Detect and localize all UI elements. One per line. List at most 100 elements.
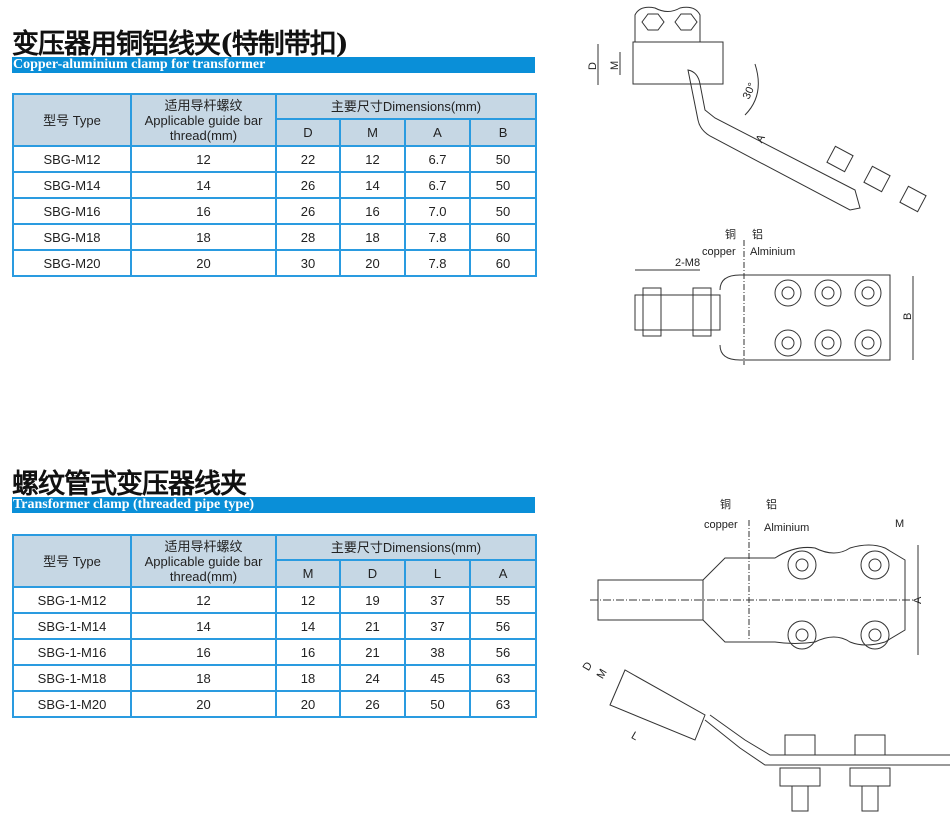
- table-cell: SBG-M12: [12, 145, 132, 173]
- header-col: A: [404, 118, 471, 147]
- header-col: M: [339, 118, 406, 147]
- table-cell: SBG-M16: [12, 197, 132, 225]
- table-cell: 18: [130, 223, 277, 251]
- label-aluminium-cn: 铝: [752, 227, 763, 241]
- table-cell: 60: [468, 249, 538, 277]
- label-copper: copper: [704, 519, 738, 531]
- table-cell: 37: [404, 612, 471, 640]
- header-col: M: [275, 559, 341, 588]
- table-cell: 21: [339, 638, 406, 666]
- table-cell: 14: [339, 171, 406, 199]
- section1-subtitle: Copper-aluminium clamp for transformer: [12, 57, 535, 73]
- table-cell: 50: [468, 171, 538, 199]
- label-copper-cn: 铜: [720, 497, 731, 511]
- table-cell: 14: [130, 612, 277, 640]
- table-cell: 14: [275, 612, 341, 640]
- clamp-arm: [687, 69, 861, 211]
- table-cell: SBG-1-M18: [12, 664, 132, 692]
- header-dimensions: 主要尺寸Dimensions(mm): [274, 93, 538, 120]
- table-cell: 12: [130, 586, 277, 614]
- label-copper-cn: 铜: [725, 227, 736, 241]
- hex-bolt-icon: [674, 13, 698, 31]
- table-cell: 12: [339, 145, 406, 173]
- table-cell: 14: [130, 171, 277, 199]
- busbar-end: [634, 294, 721, 331]
- table-cell: SBG-M20: [12, 249, 132, 277]
- header-col: D: [275, 118, 341, 147]
- table-cell: 16: [130, 638, 277, 666]
- table-cell: 60: [468, 223, 538, 251]
- table-cell: 16: [275, 638, 341, 666]
- table-cell: 16: [130, 197, 277, 225]
- dim-label-m: M: [609, 61, 621, 70]
- label-aluminium-cn: 铝: [766, 497, 777, 511]
- clamp-body: [719, 274, 891, 361]
- clamp-head: [634, 6, 701, 42]
- table-cell: 21: [339, 612, 406, 640]
- table-cell: 20: [275, 690, 341, 718]
- table-cell: 7.0: [404, 197, 471, 225]
- dim-label-l: L: [629, 730, 640, 743]
- table-cell: 50: [468, 145, 538, 173]
- table-cell: 12: [130, 145, 277, 173]
- header-col: L: [404, 559, 471, 588]
- clamp-body: [702, 544, 906, 646]
- table-cell: 20: [130, 249, 277, 277]
- table-cell: 12: [275, 586, 341, 614]
- table-cell: 19: [339, 586, 406, 614]
- section1-drawing: D M 30° A 铜 铝 copper Alminium 2-M8 B: [587, 6, 927, 365]
- table-cell: 24: [339, 664, 406, 692]
- table-cell: 26: [339, 690, 406, 718]
- label-bolt: 2-M8: [675, 257, 700, 269]
- table-cell: 37: [404, 586, 471, 614]
- table-cell: 63: [468, 664, 538, 692]
- header-col: D: [339, 559, 406, 588]
- section2-drawing: 铜 铝 copper Alminium M A D M L: [581, 497, 950, 812]
- clamp-barrel: [632, 41, 724, 85]
- dim-label-m: M: [895, 518, 904, 530]
- dim-label-a: A: [912, 596, 924, 604]
- table-cell: 20: [339, 249, 406, 277]
- table-cell: 38: [404, 638, 471, 666]
- table-cell: SBG-1-M12: [12, 586, 132, 614]
- table-cell: 26: [275, 171, 341, 199]
- table-cell: 50: [404, 690, 471, 718]
- table-cell: 28: [275, 223, 341, 251]
- table-cell: 30: [275, 249, 341, 277]
- label-aluminium: Alminium: [764, 522, 809, 534]
- header-col: B: [468, 118, 538, 147]
- table-cell: 18: [130, 664, 277, 692]
- table-cell: 6.7: [404, 171, 471, 199]
- table-cell: 20: [130, 690, 277, 718]
- dim-label-a: A: [754, 132, 768, 145]
- angled-pipe: [609, 669, 706, 741]
- label-copper: copper: [702, 246, 736, 258]
- header-type: 型号 Type: [12, 534, 132, 588]
- table-cell: 45: [404, 664, 471, 692]
- table-cell: 56: [468, 638, 538, 666]
- section1-title: 变压器用铜铝线夹(特制带扣): [12, 29, 349, 60]
- section2-title: 螺纹管式变压器线夹: [12, 469, 247, 500]
- dim-label-d: D: [581, 660, 595, 673]
- table-cell: SBG-1-M20: [12, 690, 132, 718]
- section2-subtitle: Transformer clamp (threaded pipe type): [12, 497, 535, 513]
- dim-label-m2: M: [595, 667, 610, 681]
- label-aluminium: Alminium: [750, 246, 795, 258]
- table-cell: 18: [275, 664, 341, 692]
- table-cell: 56: [468, 612, 538, 640]
- header-dimensions: 主要尺寸Dimensions(mm): [274, 534, 538, 561]
- header-col: A: [468, 559, 538, 588]
- table-cell: SBG-1-M16: [12, 638, 132, 666]
